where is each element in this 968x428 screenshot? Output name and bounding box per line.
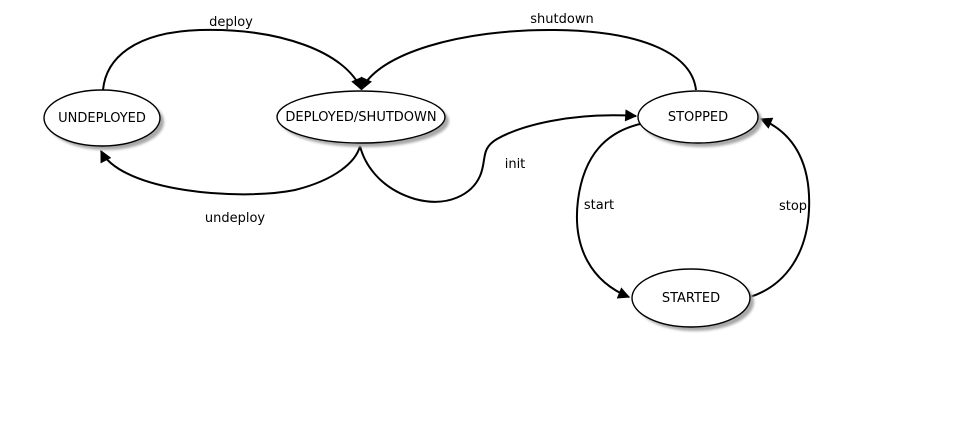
state-started-ellipse — [631, 268, 751, 328]
state-started-label: STARTED — [662, 291, 720, 306]
transition-init-label: init — [505, 157, 526, 172]
state-stopped-label: STOPPED — [668, 110, 728, 125]
state-stopped-ellipse — [637, 90, 759, 144]
transition-deploy-label: deploy — [209, 15, 253, 30]
state-deployed-shutdown-ellipse — [276, 90, 446, 144]
state-node-started: STARTED — [631, 268, 754, 331]
state-node-stopped: STOPPED — [637, 90, 762, 147]
transition-init-path — [359, 109, 638, 203]
state-undeployed-ellipse — [43, 89, 161, 147]
state-node-undeployed: UNDEPLOYED — [43, 89, 164, 150]
transition-undeploy-label: undeploy — [205, 211, 266, 226]
transition-stop-label: stop — [779, 199, 807, 214]
state-undeployed-label: UNDEPLOYED — [58, 111, 146, 126]
transition-start-label: start — [584, 198, 614, 213]
transition-stop: stop — [749, 117, 811, 298]
transition-shutdown: shutdown — [361, 12, 697, 91]
transition-shutdown-path — [361, 28, 697, 91]
state-node-deployed-shutdown: DEPLOYED/SHUTDOWN — [276, 90, 449, 147]
transition-deploy: deploy — [102, 15, 363, 91]
transition-undeploy-path — [100, 145, 361, 196]
transition-start-path — [576, 123, 641, 299]
transition-deploy-path — [102, 28, 363, 91]
transition-undeploy: undeploy — [100, 145, 361, 226]
transition-stop-path — [749, 117, 811, 298]
transition-init: init — [359, 109, 638, 203]
state-deployed-shutdown-label: DEPLOYED/SHUTDOWN — [285, 110, 436, 125]
transition-start: start — [576, 123, 641, 299]
transition-shutdown-label: shutdown — [530, 12, 593, 27]
